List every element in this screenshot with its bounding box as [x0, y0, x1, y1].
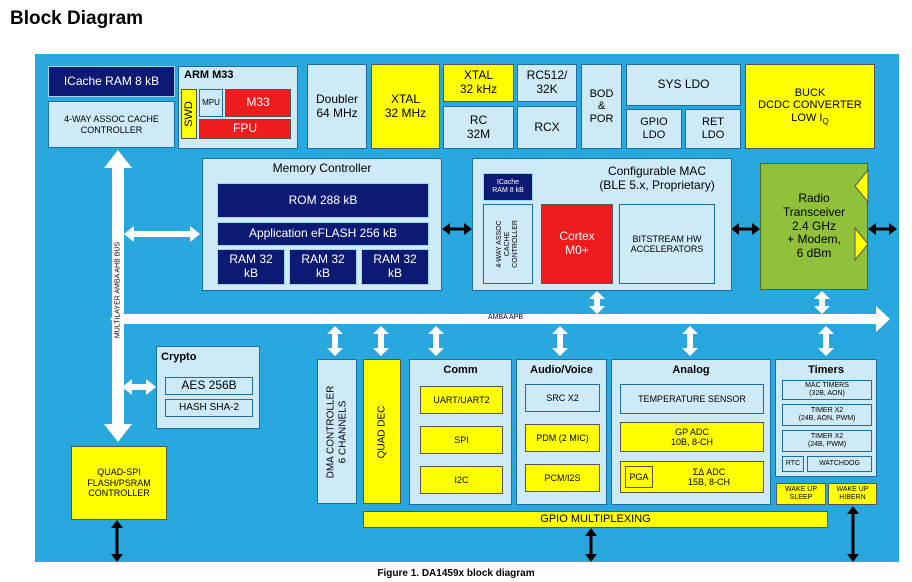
crypto-title: Crypto — [161, 351, 197, 363]
memory-bus-arrow — [124, 226, 200, 242]
rc-32m: RC 32M — [443, 106, 514, 149]
buck-low-i: LOW I — [791, 111, 823, 124]
eflash-block: Application eFLASH 256 kB — [217, 222, 429, 246]
cortex-m0-core: Cortex M0+ — [541, 204, 613, 284]
gp-adc: GP ADC 10B, 8-CH — [620, 422, 764, 452]
dma-controller: DMA CONTROLLER 6 CHANNELS — [317, 359, 357, 504]
quad-dec-label: QUAD DEC — [376, 405, 388, 458]
ahb-bus-arrow — [104, 150, 132, 442]
crypto-block: Crypto AES 256B HASH SHA-2 — [156, 346, 260, 429]
page-title: Block Diagram — [10, 8, 144, 29]
buck-line3: LOW IQ — [791, 112, 828, 126]
buck-line2: DCDC CONVERTER — [758, 99, 862, 112]
pdm-block: PDM (2 MIC) — [525, 424, 600, 452]
rom-block: ROM 288 kB — [217, 183, 429, 218]
mac-radio-arrow — [731, 223, 760, 235]
bod-por-block: BOD & POR — [581, 64, 622, 149]
mac-apb-arrow — [589, 291, 605, 314]
icache-ram: ICache RAM 8 kB — [48, 66, 175, 97]
arm-m33-title: ARM M33 — [184, 69, 234, 81]
fpu-block: FPU — [199, 119, 291, 139]
src-block: SRC X2 — [525, 384, 600, 412]
radio-transceiver: Radio Transceiver 2.4 GHz + Modem, 6 dBm — [760, 163, 868, 290]
temperature-sensor: TEMPERATURE SENSOR — [620, 384, 764, 414]
cache-controller: 4-WAY ASSOC CACHE CONTROLLER — [48, 101, 175, 148]
mac-icache: ICache RAM 8 kB — [483, 173, 533, 201]
mac-cache-controller: 4-WAY ASSOC CACHE CONTROLLER — [483, 204, 533, 284]
spi-block: SPI — [420, 426, 503, 454]
rc512-32k: RC512/ 32K — [517, 64, 577, 102]
hash-block: HASH SHA-2 — [165, 399, 253, 417]
buck-q-sub: Q — [822, 117, 829, 127]
uart-block: UART/UART2 — [420, 386, 503, 414]
buck-dcdc: BUCK DCDC CONVERTER LOW IQ — [745, 64, 875, 149]
bottom-io-arrows — [111, 506, 859, 562]
wakeup-hibern: WAKE UP HIBERN — [828, 483, 877, 505]
memory-controller-title: Memory Controller — [272, 161, 372, 175]
comm-title: Comm — [443, 364, 478, 376]
figure-caption: Figure 1. DA1459x block diagram — [377, 568, 535, 579]
rcx-block: RCX — [517, 106, 577, 149]
mpu-block: MPU — [199, 89, 223, 117]
buck-line1: BUCK — [794, 86, 826, 99]
timer-x2-pwm: TIMER X2 (24B, PWM) — [782, 430, 872, 452]
memory-mac-arrow — [442, 223, 472, 235]
memory-controller: Memory Controller ROM 288 kB Application… — [202, 158, 442, 291]
ret-ldo: RET LDO — [685, 109, 741, 149]
aes-block: AES 256B — [165, 377, 253, 395]
dma-label: DMA CONTROLLER 6 CHANNELS — [325, 385, 349, 478]
configurable-mac: Configurable MAC (BLE 5.x, Proprietary) … — [472, 158, 732, 291]
ram-block-3: RAM 32 kB — [361, 249, 429, 285]
audio-voice-block: Audio/Voice SRC X2 PDM (2 MIC) PCM/I2S — [516, 359, 607, 505]
swd-label: SWD — [183, 101, 195, 127]
analog-block: Analog TEMPERATURE SENSOR GP ADC 10B, 8-… — [611, 359, 771, 505]
radio-antenna-arrow — [868, 223, 897, 235]
ram-block-2: RAM 32 kB — [289, 249, 357, 285]
gpio-ldo: GPIO LDO — [626, 109, 682, 149]
i2c-block: I2C — [420, 466, 503, 494]
rtc-block: RTC — [782, 456, 804, 472]
watchdog-block: WATCHDOG — [807, 456, 872, 472]
comm-block: Comm UART/UART2 SPI I2C — [409, 359, 512, 505]
analog-title: Analog — [672, 364, 710, 376]
gpio-multiplexing: GPIO MULTIPLEXING — [363, 511, 828, 528]
xtal-32khz: XTAL 32 kHz — [443, 64, 514, 102]
arm-m33-block: ARM M33 SWD MPU M33 FPU — [178, 66, 298, 149]
audio-title: Audio/Voice — [530, 364, 593, 376]
mac-timers: MAC TIMERS (32B, AON) — [782, 380, 872, 400]
sys-ldo: SYS LDO — [626, 64, 741, 106]
crypto-bus-arrow — [122, 379, 156, 395]
apb-bus-label: AMBA APB — [488, 314, 524, 321]
wakeup-sleep: WAKE UP SLEEP — [776, 483, 826, 505]
quad-dec: QUAD DEC — [363, 359, 401, 504]
xtal-32mhz: XTAL 32 MHz — [371, 64, 440, 149]
mac-title: Configurable MAC (BLE 5.x, Proprietary) — [599, 164, 715, 192]
m33-core: M33 — [225, 89, 291, 117]
apb-down-arrows — [327, 326, 834, 356]
sd-adc-label: ΣΔ ADC 15B, 8-CH — [687, 466, 731, 487]
quad-spi-controller: QUAD-SPI FLASH/PSRAM CONTROLLER — [71, 446, 167, 520]
swd-block: SWD — [181, 89, 197, 139]
timers-block: Timers MAC TIMERS (32B, AON) TIMER X2 (2… — [775, 359, 877, 477]
pga-block: PGA — [625, 466, 653, 488]
timers-title: Timers — [808, 364, 844, 376]
apb-bus-arrow — [110, 306, 890, 332]
sd-adc-block: PGA ΣΔ ADC 15B, 8-CH — [620, 461, 764, 493]
pcm-block: PCM/I2S — [525, 464, 600, 492]
antenna-icon — [854, 168, 869, 262]
doubler-block: Doubler 64 MHz — [307, 64, 367, 149]
timer-x2-aon: TIMER X2 (24B, AON, PWM) — [782, 404, 872, 426]
ram-block-1: RAM 32 kB — [217, 249, 285, 285]
radio-apb-arrow — [814, 291, 830, 314]
bitstream-accelerators: BITSTREAM HW ACCELERATORS — [619, 204, 715, 284]
mac-cache-controller-label: 4-WAY ASSOC CACHE CONTROLLER — [495, 220, 520, 268]
ahb-bus-label: MULTILAYER AMBA AHB BUS — [114, 241, 122, 339]
